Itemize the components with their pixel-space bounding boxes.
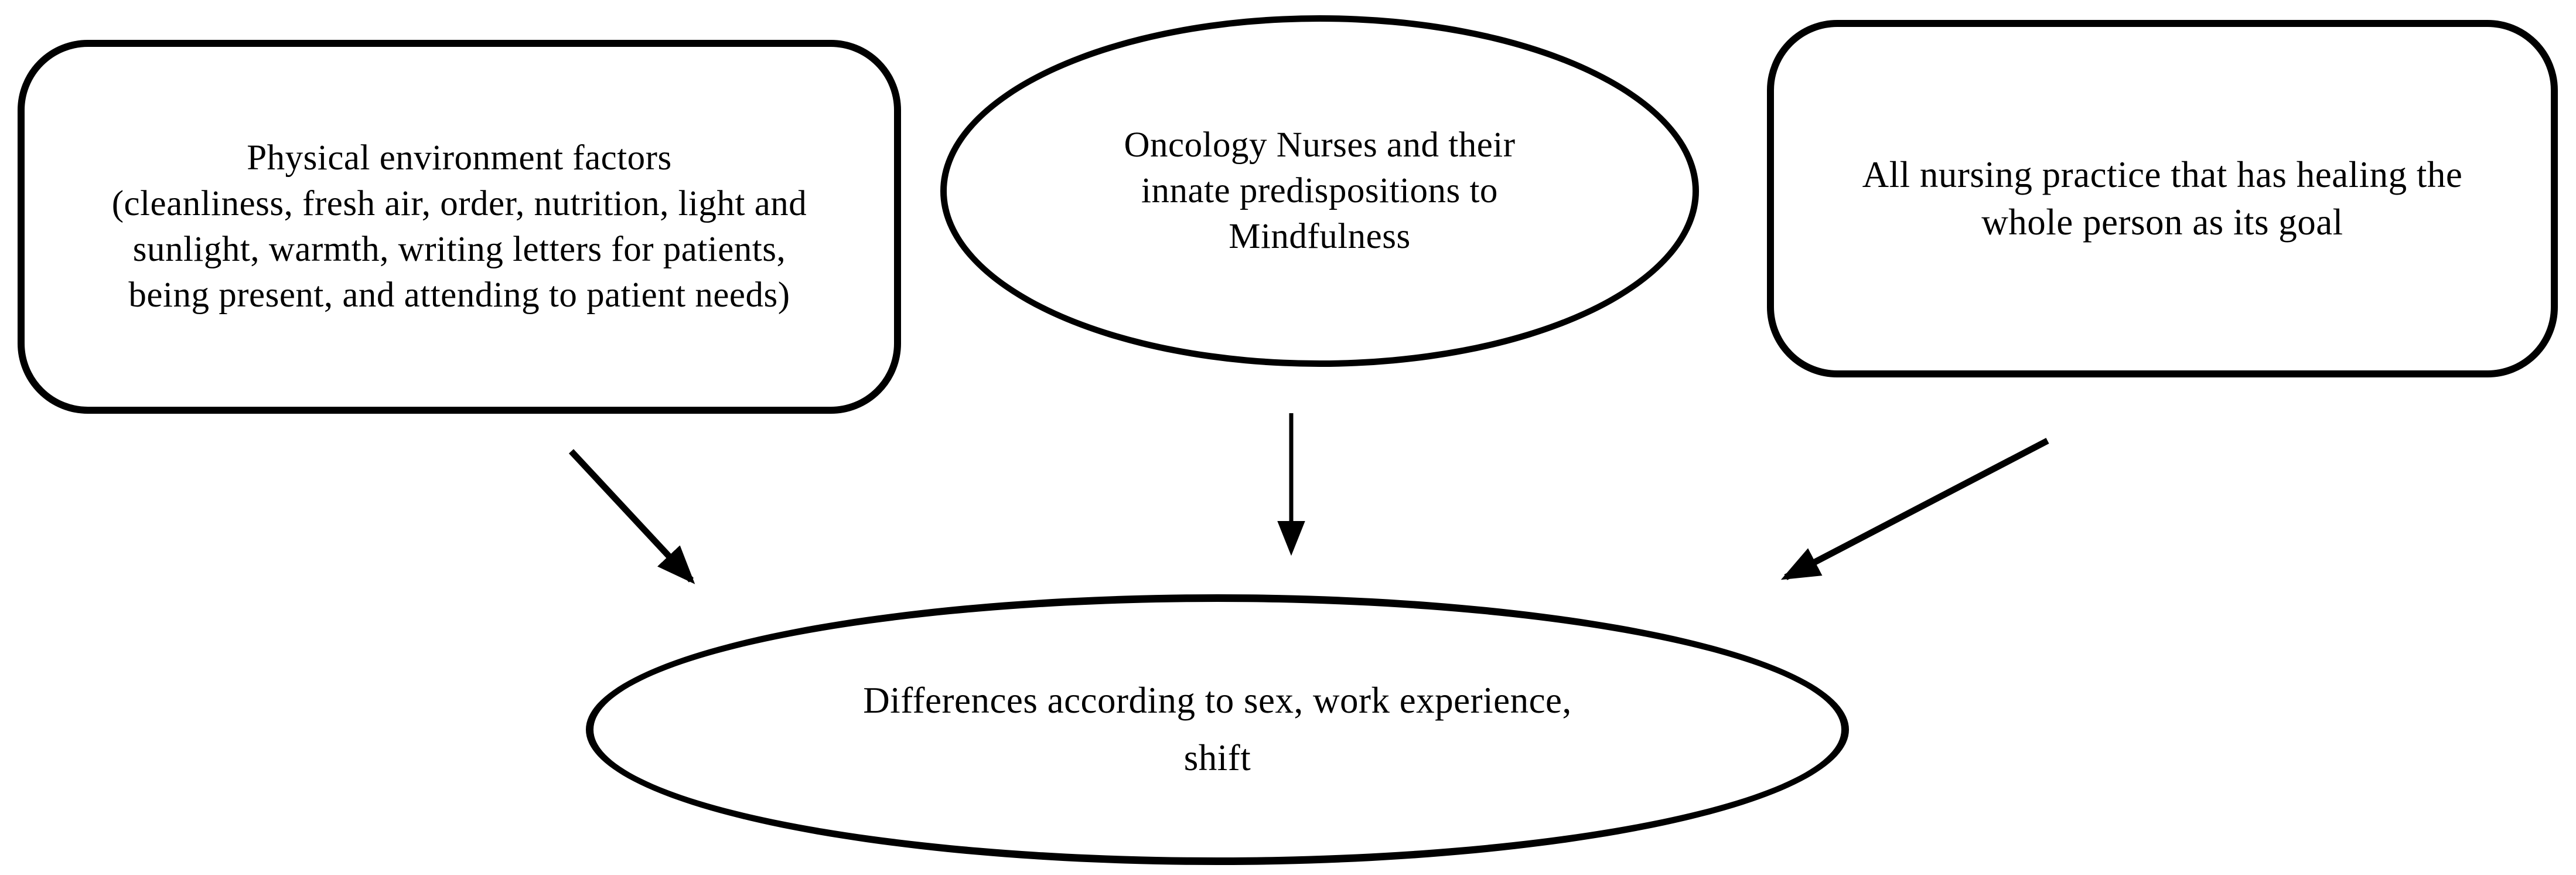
node-oncology-nurses-mindfulness: Oncology Nurses and their innate predisp… — [940, 15, 1699, 367]
arrow-physical-environment-to-differences — [568, 449, 695, 584]
arrow-nursing-practice-to-differences — [1780, 438, 2049, 580]
node-oncology-nurses-mindfulness-label: Oncology Nurses and their innate predisp… — [1124, 125, 1516, 257]
node-physical-environment-factors-label: Physical environment factors (cleanlines… — [111, 138, 807, 315]
node-differences-sex-experience-shift: Differences according to sex, work exper… — [586, 594, 1849, 865]
node-all-nursing-practice-label: All nursing practice that has healing th… — [1862, 154, 2463, 243]
node-differences-sex-experience-shift-label: Differences according to sex, work exper… — [863, 680, 1572, 778]
node-physical-environment-factors: Physical environment factors (cleanlines… — [18, 40, 901, 414]
node-all-nursing-practice: All nursing practice that has healing th… — [1767, 20, 2558, 377]
